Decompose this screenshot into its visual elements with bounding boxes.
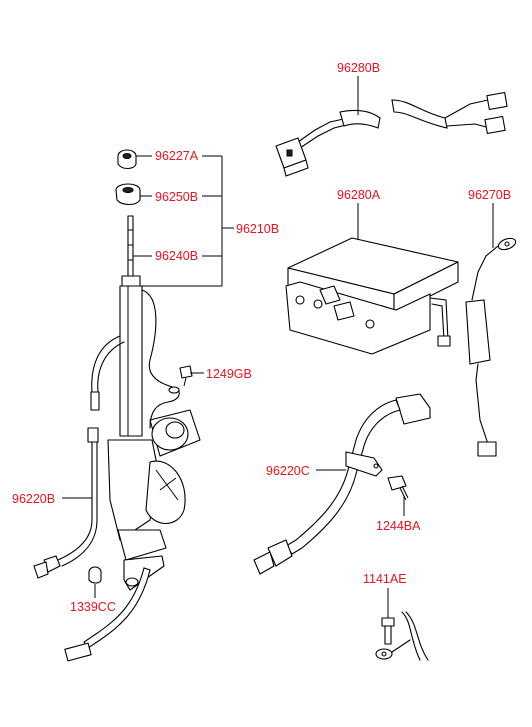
label-1249gb: 1249GB xyxy=(206,367,252,381)
label-96280a: 96280A xyxy=(337,188,381,202)
part-96227a-grommet xyxy=(117,149,137,170)
part-96240b-mast xyxy=(127,215,134,277)
label-96250b: 96250B xyxy=(155,190,198,204)
part-96280b-harness xyxy=(275,76,508,177)
label-96210b: 96210B xyxy=(236,222,279,236)
part-96270b-ground-wire xyxy=(465,203,517,457)
part-antenna-assembly xyxy=(64,149,201,662)
part-1249gb-bolt xyxy=(179,365,193,387)
leader-lines xyxy=(62,155,405,618)
label-1339cc: 1339CC xyxy=(70,600,116,614)
label-96227a: 96227A xyxy=(155,149,199,163)
label-96240b: 96240B xyxy=(155,249,198,263)
part-1141ae-bolt xyxy=(375,611,429,661)
label-1244ba: 1244BA xyxy=(376,519,421,533)
label-96280b: 96280B xyxy=(337,61,380,75)
label-96270b: 96270B xyxy=(468,188,511,202)
part-96280a-amplifier xyxy=(285,203,459,355)
part-1339cc-nut xyxy=(88,566,102,584)
part-96220b-cable xyxy=(33,427,99,579)
label-1141ae: 1141AE xyxy=(363,572,407,586)
part-labels: 96280B 96227A 96250B 96280A 96270B 96210… xyxy=(12,61,511,614)
part-96250b-grommet xyxy=(115,183,141,206)
label-96220b: 96220B xyxy=(12,492,55,506)
label-96220c: 96220C xyxy=(266,464,310,478)
part-1244ba-screw xyxy=(387,475,409,501)
part-96220c-cable xyxy=(253,393,431,575)
